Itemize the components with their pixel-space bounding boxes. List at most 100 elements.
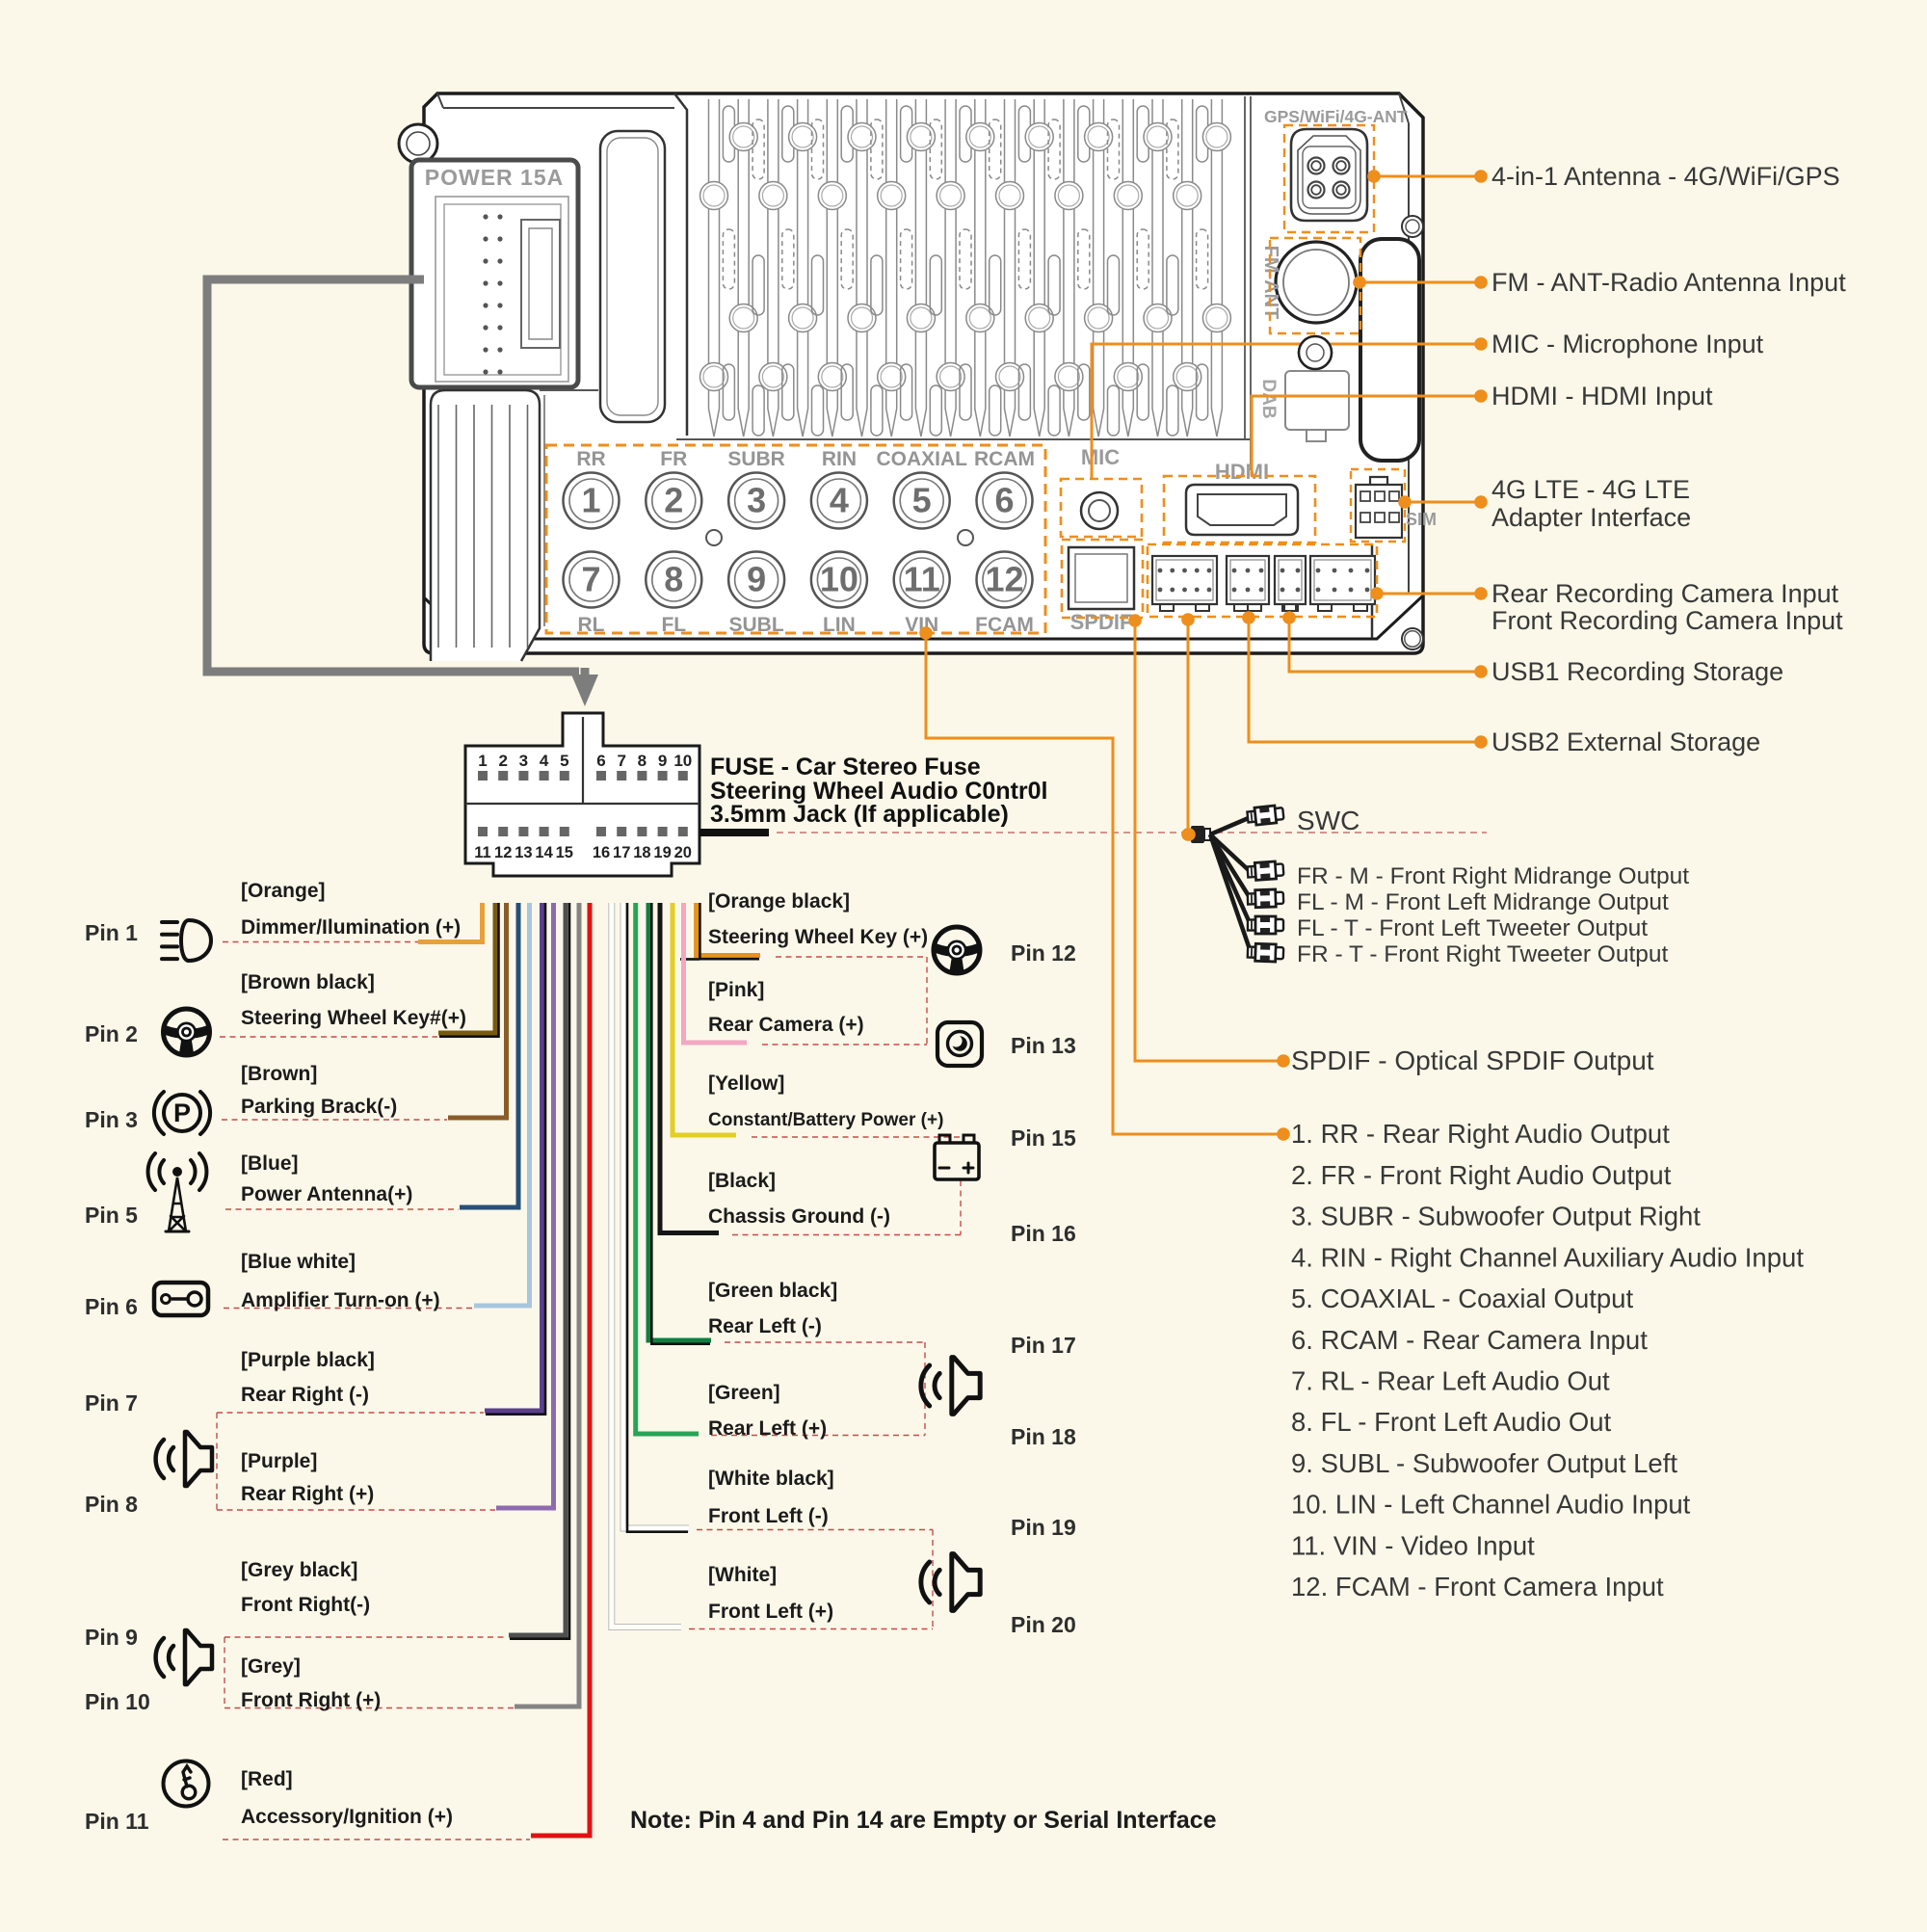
svg-text:SPDIF: SPDIF (1070, 610, 1133, 634)
svg-text:Adapter Interface: Adapter Interface (1491, 503, 1691, 532)
svg-text:[Grey black]: [Grey black] (241, 1559, 357, 1581)
svg-text:Rear Left (-): Rear Left (-) (708, 1315, 822, 1337)
svg-text:9: 9 (747, 560, 766, 599)
svg-text:DAB: DAB (1258, 379, 1279, 418)
svg-text:Amplifier Turn-on (+): Amplifier Turn-on (+) (241, 1289, 440, 1311)
svg-text:MIC: MIC (1081, 445, 1120, 469)
svg-text:FL - T - Front Left Tweeter Ou: FL - T - Front Left Tweeter Output (1297, 915, 1648, 941)
svg-text:8. FL - Front Left Audio Out: 8. FL - Front Left Audio Out (1291, 1407, 1612, 1437)
svg-text:Front Right (+): Front Right (+) (241, 1689, 381, 1711)
svg-text:Pin 7: Pin 7 (85, 1390, 138, 1416)
svg-text:[White black]: [White black] (708, 1468, 834, 1490)
svg-text:[Orange]: [Orange] (241, 880, 326, 902)
svg-text:2: 2 (498, 752, 507, 770)
svg-text:16: 16 (593, 844, 610, 861)
svg-text:Rear Right (-): Rear Right (-) (241, 1384, 369, 1406)
svg-text:SUBR: SUBR (727, 448, 785, 470)
svg-text:1: 1 (581, 481, 600, 520)
svg-text:FL - M - Front Left Midrange O: FL - M - Front Left Midrange Output (1297, 889, 1669, 915)
svg-text:FR - T - Front Right Tweeter O: FR - T - Front Right Tweeter Output (1297, 941, 1669, 967)
svg-text:FR: FR (660, 448, 687, 470)
svg-text:19: 19 (653, 844, 671, 861)
svg-text:[Pink]: [Pink] (708, 979, 764, 1001)
svg-text:Rear Camera (+): Rear Camera (+) (708, 1014, 864, 1036)
svg-text:12. FCAM - Front Camera Input: 12. FCAM - Front Camera Input (1291, 1572, 1664, 1601)
svg-text:COAXIAL: COAXIAL (876, 448, 967, 470)
svg-text:11: 11 (474, 844, 490, 861)
svg-text:4: 4 (830, 481, 849, 520)
svg-text:FM - ANT-Radio Antenna Input: FM - ANT-Radio Antenna Input (1491, 268, 1846, 297)
svg-text:Pin 10: Pin 10 (85, 1689, 150, 1714)
svg-text:2: 2 (664, 481, 683, 520)
svg-text:MIC - Microphone Input: MIC - Microphone Input (1491, 330, 1764, 358)
svg-text:6. RCAM - Rear Camera Input: 6. RCAM - Rear Camera Input (1291, 1325, 1648, 1355)
svg-text:9. SUBL - Subwoofer Output Lef: 9. SUBL - Subwoofer Output Left (1291, 1448, 1677, 1478)
svg-text:P: P (173, 1098, 191, 1127)
svg-text:SPDIF - Optical SPDIF Output: SPDIF - Optical SPDIF Output (1291, 1045, 1654, 1075)
svg-text:Dimmer/Ilumination (+): Dimmer/Ilumination (+) (241, 916, 461, 939)
svg-text:[Purple]: [Purple] (241, 1450, 317, 1472)
svg-text:5. COAXIAL - Coaxial Output: 5. COAXIAL - Coaxial Output (1291, 1284, 1633, 1313)
svg-text:POWER 15A: POWER 15A (425, 165, 564, 190)
svg-text:Steering Wheel Key#(+): Steering Wheel Key#(+) (241, 1007, 466, 1029)
svg-text:4: 4 (540, 752, 549, 770)
svg-text:4G LTE - 4G LTE: 4G LTE - 4G LTE (1491, 475, 1690, 504)
svg-text:RR: RR (576, 448, 605, 470)
svg-text:Chassis Ground (-): Chassis Ground (-) (708, 1205, 890, 1228)
svg-text:Pin 3: Pin 3 (85, 1107, 138, 1132)
svg-text:RCAM: RCAM (974, 448, 1035, 470)
svg-text:SWC: SWC (1297, 806, 1359, 835)
svg-text:10: 10 (673, 752, 692, 770)
svg-text:Pin 8: Pin 8 (85, 1492, 138, 1517)
svg-text:HDMI: HDMI (1215, 460, 1269, 484)
svg-text:11. VIN - Video Input: 11. VIN - Video Input (1291, 1530, 1535, 1560)
svg-text:Pin 11: Pin 11 (85, 1809, 149, 1834)
svg-text:Pin 19: Pin 19 (1011, 1515, 1076, 1540)
svg-text:[Grey]: [Grey] (241, 1655, 301, 1678)
svg-text:[Black]: [Black] (708, 1170, 776, 1192)
svg-text:Pin 9: Pin 9 (85, 1625, 138, 1650)
svg-text:Pin 20: Pin 20 (1011, 1612, 1076, 1637)
svg-text:Pin 16: Pin 16 (1011, 1221, 1076, 1246)
svg-text:Accessory/Ignition (+): Accessory/Ignition (+) (241, 1806, 453, 1828)
svg-text:14: 14 (535, 844, 553, 861)
svg-text:12: 12 (494, 844, 512, 861)
svg-text:7: 7 (617, 752, 625, 770)
svg-text:5: 5 (912, 481, 932, 520)
svg-text:Parking Brack(-): Parking Brack(-) (241, 1096, 397, 1118)
svg-text:Note: Pin 4 and Pin 14 are Emp: Note: Pin 4 and Pin 14 are Empty or Seri… (630, 1807, 1217, 1834)
svg-text:15: 15 (556, 844, 573, 861)
svg-text:Rear Right (+): Rear Right (+) (241, 1483, 374, 1505)
svg-text:Pin 12: Pin 12 (1011, 940, 1076, 966)
svg-text:6: 6 (596, 752, 605, 770)
svg-text:Power Antenna(+): Power Antenna(+) (241, 1183, 412, 1205)
svg-text:Front Left (+): Front Left (+) (708, 1601, 833, 1623)
svg-text:SIM: SIM (1406, 510, 1437, 529)
svg-text:7: 7 (581, 560, 600, 599)
svg-text:FR - M - Front Right Midrange: FR - M - Front Right Midrange Output (1297, 863, 1689, 889)
svg-text:FUSE - Car Stereo Fuse: FUSE - Car Stereo Fuse (710, 754, 981, 781)
svg-text:[Orange black]: [Orange black] (708, 890, 850, 913)
svg-text:Constant/Battery Power (+): Constant/Battery Power (+) (708, 1110, 943, 1130)
svg-text:Steering Wheel Key (+): Steering Wheel Key (+) (708, 926, 928, 948)
svg-text:Front Right(-): Front Right(-) (241, 1594, 370, 1616)
svg-text:3.5mm Jack (If applicable): 3.5mm Jack (If applicable) (710, 801, 1009, 828)
svg-text:[Brown]: [Brown] (241, 1063, 317, 1085)
svg-text:4. RIN - Right Channel Auxilia: 4. RIN - Right Channel Auxiliary Audio I… (1291, 1242, 1804, 1272)
svg-text:10. LIN - Left Channel Audio I: 10. LIN - Left Channel Audio Input (1291, 1490, 1691, 1520)
svg-text:Rear Left (+): Rear Left (+) (708, 1417, 827, 1440)
svg-text:18: 18 (633, 844, 650, 861)
svg-text:Pin 6: Pin 6 (85, 1294, 138, 1319)
svg-text:Rear Recording Camera Input: Rear Recording Camera Input (1491, 579, 1839, 608)
svg-text:[Green]: [Green] (708, 1382, 780, 1404)
svg-text:6: 6 (994, 481, 1014, 520)
svg-text:7. RL - Rear Left Audio Out: 7. RL - Rear Left Audio Out (1291, 1366, 1610, 1396)
svg-text:[Purple black]: [Purple black] (241, 1349, 375, 1371)
svg-text:[Red]: [Red] (241, 1768, 293, 1790)
svg-text:12: 12 (985, 560, 1023, 599)
svg-text:USB2 External Storage: USB2 External Storage (1491, 728, 1760, 756)
svg-text:Pin 2: Pin 2 (85, 1021, 138, 1046)
svg-text:Pin 18: Pin 18 (1011, 1424, 1076, 1449)
svg-text:17: 17 (613, 844, 630, 861)
svg-text:[Blue]: [Blue] (241, 1152, 299, 1175)
